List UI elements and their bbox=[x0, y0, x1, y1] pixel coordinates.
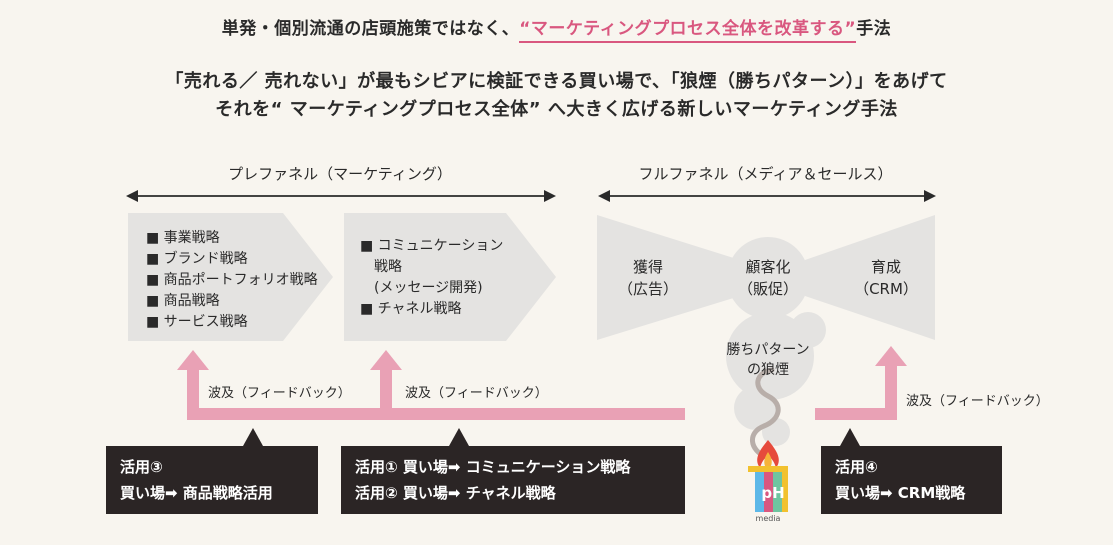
nurture-label: 育成 bbox=[870, 258, 901, 276]
fullfunnel-range-arrow bbox=[598, 190, 936, 202]
logo-text: pH bbox=[761, 484, 785, 502]
bowtie-center-circle bbox=[727, 237, 809, 319]
box2-pointer bbox=[449, 428, 469, 446]
feedback-label-3: 波及（フィードバック） bbox=[906, 394, 1049, 409]
conversion-sub: （販促） bbox=[737, 280, 798, 298]
bowtie-conversion: 顧客化 （販促） bbox=[726, 256, 810, 300]
chevron2-item: ■ コミュニケーション bbox=[360, 238, 504, 254]
chevron1-item: ■ 事業戦略 bbox=[146, 230, 220, 246]
logo-caption: media bbox=[755, 514, 781, 523]
smoke-label-line2: の狼煙 bbox=[747, 362, 789, 378]
usage-box-line1: 活用① 買い場➡ コミュニケーション戦略 bbox=[355, 458, 631, 476]
acquisition-label: 獲得 bbox=[632, 258, 663, 276]
chevron2-item: ■ チャネル戦略 bbox=[360, 301, 462, 317]
description-line-2: それを“ マーケティングプロセス全体” へ大きく広げる新しいマーケティング手法 bbox=[215, 99, 898, 120]
usage-box-communication-channel: 活用① 買い場➡ コミュニケーション戦略 活用② 買い場➡ チャネル戦略 bbox=[341, 446, 685, 514]
chevron2-text: ■ コミュニケーション 戦略 (メッセージ開発) ■ チャネル戦略 bbox=[360, 236, 503, 320]
feedback-label-2: 波及（フィードバック） bbox=[405, 386, 548, 401]
acquisition-sub: （広告） bbox=[617, 280, 678, 298]
chevron1-item: ■ 商品ポートフォリオ戦略 bbox=[146, 272, 318, 288]
nurture-sub: （CRM） bbox=[854, 280, 918, 298]
usage-box-crm: 活用④ 買い場➡ CRM戦略 bbox=[821, 446, 1002, 514]
header-description: 「売れる／ 売れない」が最もシビアに検証できる買い場で、「狼煙（勝ちパターン）」… bbox=[0, 68, 1113, 124]
smoke-label-line1: 勝ちパターン bbox=[726, 342, 810, 358]
feedback-label-1: 波及（フィードバック） bbox=[208, 386, 351, 401]
header-tagline: 単発・個別流通の店頭施策ではなく、“マーケティングプロセス全体を改革する”手法 bbox=[0, 14, 1113, 43]
usage-box-title: 活用③ bbox=[120, 458, 163, 476]
ph-media-logo bbox=[748, 440, 788, 512]
bowtie-nurture: 育成 （CRM） bbox=[846, 256, 926, 300]
description-line-1: 「売れる／ 売れない」が最もシビアに検証できる買い場で、「狼煙（勝ちパターン）」… bbox=[165, 71, 948, 92]
chevron1-item: ■ 商品戦略 bbox=[146, 293, 220, 309]
usage-box-line2: 活用② 買い場➡ チャネル戦略 bbox=[355, 484, 556, 502]
feedback-arrows bbox=[177, 346, 907, 420]
chevron2-item: 戦略 bbox=[360, 259, 402, 275]
chevron2-item: (メッセージ開発) bbox=[360, 280, 483, 296]
tagline-suffix: 手法 bbox=[856, 19, 892, 39]
usage-box-product-strategy: 活用③ 買い場➡ 商品戦略活用 bbox=[106, 446, 318, 514]
chevron1-item: ■ ブランド戦略 bbox=[146, 251, 248, 267]
chevron1-text: ■ 事業戦略 ■ ブランド戦略 ■ 商品ポートフォリオ戦略 ■ 商品戦略 ■ サ… bbox=[146, 228, 318, 333]
prefunnel-label: プレファネル（マーケティング） bbox=[228, 165, 452, 183]
tagline-prefix: 単発・個別流通の店頭施策ではなく、 bbox=[221, 19, 520, 39]
chevron-communication-strategy bbox=[344, 213, 556, 341]
usage-box-title: 活用④ bbox=[835, 458, 878, 476]
bowtie-acquisition: 獲得 （広告） bbox=[604, 256, 692, 300]
prefunnel-range-arrow bbox=[126, 190, 556, 202]
bowtie-right-wing bbox=[805, 215, 935, 340]
smoke-swirl bbox=[750, 367, 781, 461]
tagline-highlight: “マーケティングプロセス全体を改革する” bbox=[519, 19, 857, 43]
usage-box-detail: 買い場➡ CRM戦略 bbox=[835, 484, 966, 502]
conversion-label: 顧客化 bbox=[745, 258, 791, 276]
bowtie-left-wing bbox=[597, 215, 740, 340]
fullfunnel-label: フルファネル（メディア＆セールス） bbox=[638, 165, 893, 183]
usage-box-detail: 買い場➡ 商品戦略活用 bbox=[120, 484, 273, 502]
smoke-label: 勝ちパターン の狼煙 bbox=[708, 340, 828, 380]
box3-pointer bbox=[840, 428, 860, 446]
chevron-marketing-strategy bbox=[128, 213, 333, 341]
box1-pointer bbox=[243, 428, 263, 446]
chevron1-item: ■ サービス戦略 bbox=[146, 314, 248, 330]
